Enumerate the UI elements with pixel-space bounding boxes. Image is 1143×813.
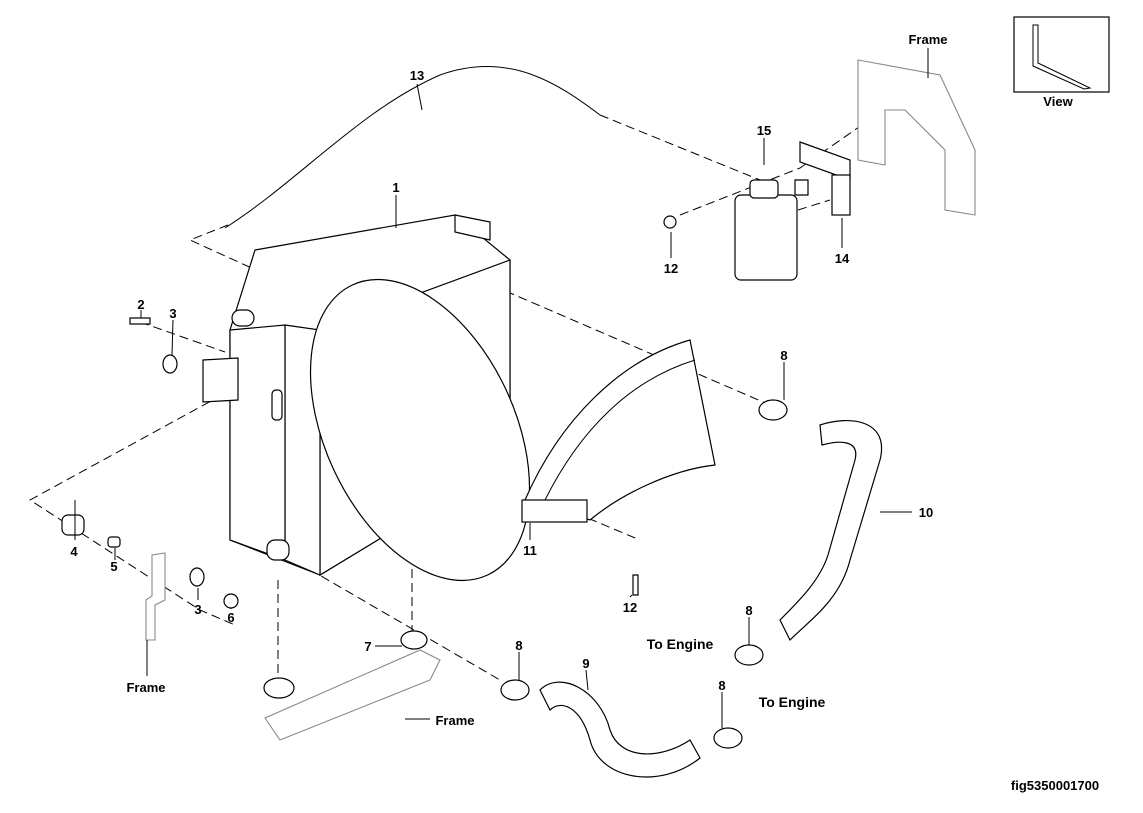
callout-3: 3 bbox=[194, 602, 201, 617]
leader-lines bbox=[74, 48, 929, 728]
frame-label-bottom: Frame bbox=[435, 713, 474, 728]
hoses bbox=[500, 399, 883, 778]
callout-4: 4 bbox=[70, 544, 78, 559]
callout-1: 1 bbox=[392, 180, 399, 195]
callout-11: 11 bbox=[523, 543, 537, 558]
callout-14: 14 bbox=[835, 251, 850, 266]
frame-label-top: Frame bbox=[908, 32, 947, 47]
callout-8: 8 bbox=[745, 603, 752, 618]
to-engine-label: To Engine bbox=[759, 694, 826, 710]
callout-3: 3 bbox=[169, 306, 176, 321]
callout-5: 5 bbox=[110, 559, 117, 574]
callout-8: 8 bbox=[515, 638, 522, 653]
view-label: View bbox=[1043, 94, 1073, 109]
callout-9: 9 bbox=[582, 656, 589, 671]
overflow-tube bbox=[224, 66, 601, 229]
callout-13: 13 bbox=[410, 68, 424, 83]
hardware bbox=[61, 215, 677, 741]
callout-7: 7 bbox=[364, 639, 371, 654]
figure-id: fig5350001700 bbox=[1011, 778, 1099, 793]
fan-shroud bbox=[521, 339, 716, 523]
callout-12: 12 bbox=[623, 600, 637, 615]
radiator bbox=[229, 214, 531, 582]
callout-2: 2 bbox=[137, 297, 144, 312]
frame-label-left: Frame bbox=[126, 680, 165, 695]
frame-plate bbox=[857, 59, 976, 216]
callout-15: 15 bbox=[757, 123, 771, 138]
callout-10: 10 bbox=[919, 505, 933, 520]
callout-labels: 1 2 3 4 5 3 6 7 8 10 11 12 8 9 8 8 13 15… bbox=[70, 32, 1099, 793]
callout-8: 8 bbox=[780, 348, 787, 363]
to-engine-label: To Engine bbox=[647, 636, 714, 652]
callout-12: 12 bbox=[664, 261, 678, 276]
callout-8: 8 bbox=[718, 678, 725, 693]
view-inset bbox=[1013, 16, 1110, 93]
coolant-reservoir bbox=[734, 141, 851, 281]
callout-6: 6 bbox=[227, 610, 234, 625]
